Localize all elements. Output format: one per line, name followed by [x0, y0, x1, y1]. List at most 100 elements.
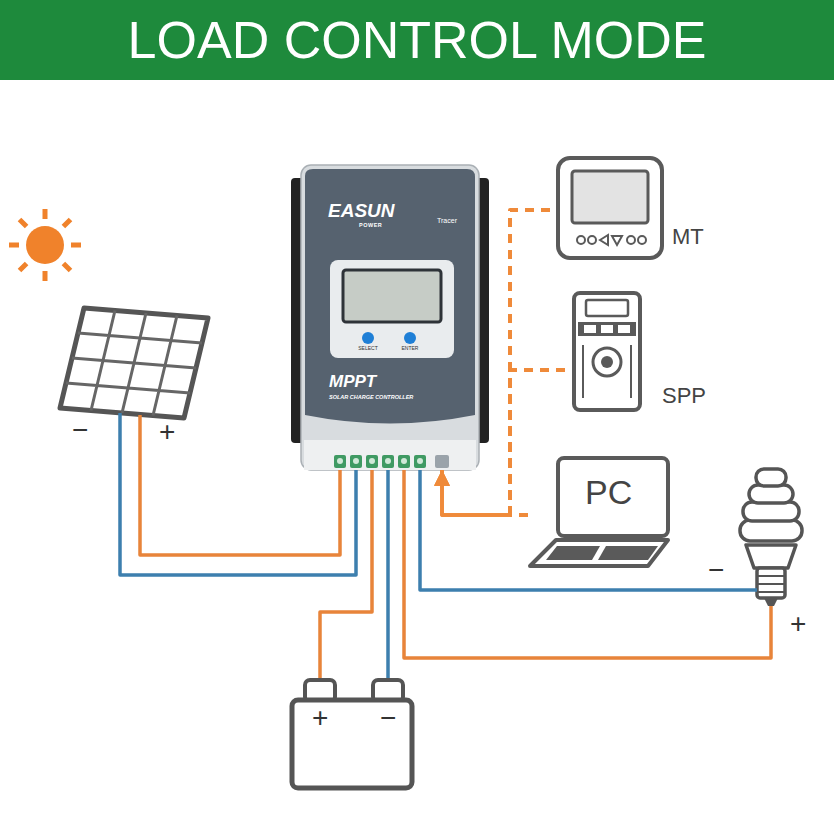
wire-path — [420, 470, 700, 590]
meter-figure — [558, 158, 662, 258]
wire-path — [442, 470, 510, 515]
device-label: SPP — [662, 385, 706, 407]
diagram-title: LOAD CONTROL MODE — [0, 0, 834, 80]
comm-port — [435, 455, 449, 468]
model-name: Tracer — [437, 217, 457, 224]
bulb-coil — [756, 469, 786, 486]
push-button — [404, 332, 416, 344]
laptop-figure — [530, 458, 668, 566]
meter-button — [588, 236, 596, 244]
bulb-collar — [746, 545, 796, 568]
terminal-screw — [353, 458, 359, 464]
battery-post — [373, 680, 403, 702]
brand-logo: EASUN — [328, 201, 395, 220]
wire-path — [442, 470, 510, 515]
wire-path — [442, 470, 510, 515]
power-wire — [420, 470, 700, 590]
polarity-sign: − — [708, 556, 724, 584]
spp-slot — [601, 325, 613, 333]
bulb-lead — [700, 588, 757, 592]
wire-terminal — [414, 455, 426, 468]
spp-trim — [583, 345, 631, 398]
pc-laptop: PC — [528, 455, 673, 570]
button-label: ENTER — [392, 346, 428, 351]
power-wire — [140, 458, 340, 555]
wire-terminal — [334, 455, 346, 468]
bulb-coil — [749, 485, 793, 503]
solar-panel-figure — [60, 308, 208, 458]
spp-panel — [586, 300, 628, 316]
polarity-sign: − — [72, 416, 88, 444]
controller-shell — [301, 165, 479, 470]
push-button — [362, 332, 374, 344]
sun-icon — [9, 209, 81, 281]
polarity-sign: − — [380, 704, 396, 732]
battery-lead — [318, 672, 322, 682]
spp-body — [574, 293, 640, 410]
dashed-link — [510, 370, 565, 515]
controller-figure — [291, 165, 489, 470]
solar-panel: −+ — [52, 298, 217, 458]
meter-body — [558, 158, 662, 258]
wire-path — [386, 470, 390, 672]
terminal-screw — [385, 458, 391, 464]
controller-face — [305, 169, 475, 424]
data-link — [442, 470, 528, 515]
mounting-fin — [475, 178, 489, 443]
laptop-keys — [598, 546, 658, 560]
spp-band — [578, 322, 636, 336]
meter-button — [600, 235, 608, 245]
panel-grid — [60, 308, 208, 418]
data-link — [442, 210, 550, 515]
device-label: MT — [672, 226, 704, 248]
bulb-figure — [700, 469, 802, 642]
button-label: SELECT — [350, 346, 386, 351]
terminal-screw — [417, 458, 423, 464]
polarity-sign: + — [790, 610, 806, 638]
sun-disc — [26, 226, 64, 264]
battery-lead — [386, 672, 390, 682]
terminal-screw — [369, 458, 375, 464]
polarity-sign: + — [159, 418, 175, 446]
wire-path — [120, 458, 356, 575]
spp-dial — [593, 348, 621, 376]
power-wire — [320, 470, 372, 672]
battery-figure — [292, 672, 412, 788]
meter-screen — [572, 171, 648, 223]
terminal-screw — [337, 458, 343, 464]
meter-button — [627, 236, 635, 244]
bulb-lead — [769, 606, 773, 642]
laptop-screen — [558, 458, 668, 536]
terminal-screw — [401, 458, 407, 464]
sun-rays — [9, 209, 81, 281]
remote-meter: MT — [550, 152, 725, 264]
panel-lead — [138, 415, 142, 458]
data-link — [442, 370, 565, 515]
mounting-fin — [291, 178, 305, 443]
wire-terminal — [366, 455, 378, 468]
battery-post — [305, 680, 335, 702]
bulb-tip — [764, 598, 778, 606]
meter-button — [638, 236, 646, 244]
lcd-screen — [343, 270, 441, 322]
product-subtitle: SOLAR CHARGE CONTROLLER — [329, 395, 413, 401]
polarity-sign: + — [312, 704, 328, 732]
spp-device: SPP — [565, 288, 725, 415]
spp-dial-center — [601, 356, 613, 368]
dashed-link — [510, 513, 528, 517]
panel-outline — [60, 308, 208, 418]
lamp-load: −+ — [700, 462, 818, 642]
wire-terminal — [398, 455, 410, 468]
meter-button — [612, 236, 622, 245]
spp-slot — [618, 325, 630, 333]
wire-path — [320, 470, 372, 672]
bulb-coil — [740, 520, 802, 541]
wire-terminal — [382, 455, 394, 468]
terminal-strip — [304, 440, 476, 470]
bulb-screw — [757, 568, 785, 598]
dashed-link — [510, 210, 550, 515]
power-wire — [388, 470, 389, 672]
battery-body — [292, 700, 412, 788]
